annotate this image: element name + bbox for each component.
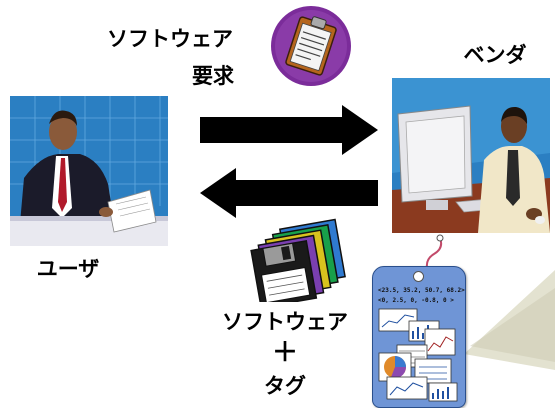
user-label: ユーザ	[36, 257, 100, 281]
tag-vector-line2: <0, 2.5, 0, -0.8, 0 >	[378, 297, 454, 304]
clipboard-icon	[271, 6, 351, 86]
delivery-label-line1: ソフトウェア	[222, 310, 348, 334]
delivery-arrow	[200, 168, 378, 218]
delivery-label-plus: ＋	[271, 338, 298, 368]
request-arrow	[200, 105, 378, 155]
tag-chart-thumbnails	[378, 308, 458, 402]
request-label-line1: ソフトウェア	[107, 27, 233, 51]
vendor-label: ベンダ	[463, 43, 527, 67]
delivery-label-line3: タグ	[264, 374, 306, 398]
callout-bubble	[464, 270, 555, 370]
software-tag: <23.5, 35.2, 50.7, 68.2> <0, 2.5, 0, -0.…	[372, 266, 466, 408]
vendor-developer-illustration	[392, 78, 550, 233]
user-businessman-illustration	[10, 96, 168, 246]
request-label-line2: 要求	[192, 64, 234, 88]
floppy-disk-stack-icon	[250, 218, 346, 302]
tag-string	[425, 234, 444, 273]
tag-vector-line1: <23.5, 35.2, 50.7, 68.2>	[378, 287, 465, 294]
tag-hole	[413, 271, 424, 282]
